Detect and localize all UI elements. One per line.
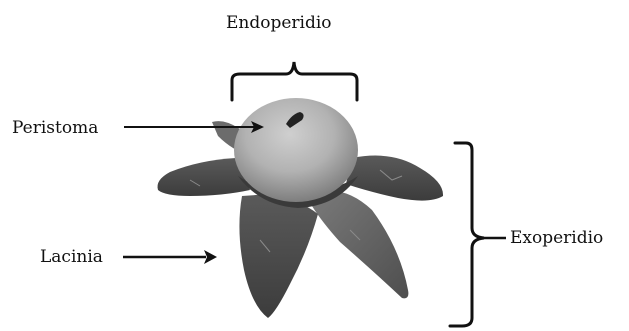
label-endoperidio: Endoperidio <box>226 13 332 33</box>
left-ray <box>158 158 251 196</box>
exoperidio-bracket <box>450 143 484 326</box>
label-exoperidio: Exoperidio <box>510 228 603 248</box>
front-left-ray <box>239 194 318 318</box>
front-right-ray <box>312 191 408 299</box>
label-lacinia: Lacinia <box>40 247 103 267</box>
label-peristoma: Peristoma <box>12 118 98 138</box>
endoperidio-bracket <box>232 62 357 100</box>
right-ray <box>346 156 443 201</box>
